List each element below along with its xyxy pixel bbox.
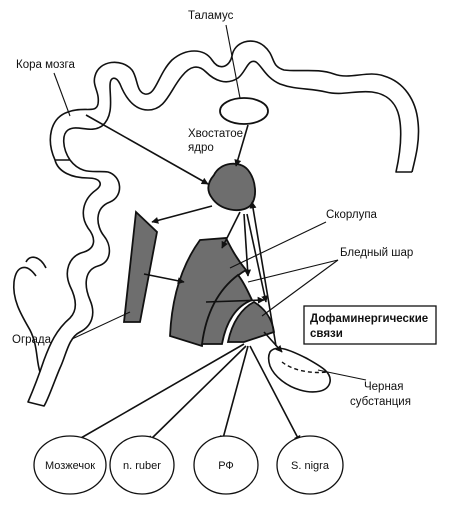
substantia-nigra-shape [267, 347, 331, 393]
caudate-label-line1: Хвостатое [188, 128, 243, 140]
target-node-cerebellum-circle [33, 435, 107, 495]
dopaminergic-label-line1: Дофаминергические [310, 313, 428, 325]
cortex-lower-band [12, 266, 41, 373]
label-leader-lines [53, 24, 367, 381]
arrow-gp-to-nigra [263, 331, 283, 353]
arrow-caudate-to-putamen [221, 211, 241, 249]
arrow-nigra-to-caudate [249, 201, 277, 347]
target-nodes: Мозжечок n. ruber РФ S. nigra [33, 435, 344, 495]
dopaminergic-box [303, 305, 437, 345]
leader-claustrum [71, 311, 131, 340]
target-node-cerebellum-label: Мозжечок [45, 460, 95, 472]
substantia-nigra-dashed-line [281, 361, 329, 374]
arrow-thalamus-to-caudate [234, 124, 249, 167]
leader-globus-pallidus-b [261, 259, 339, 317]
target-node-rf: РФ [193, 435, 259, 495]
target-node-ruber-label: n. ruber [123, 460, 161, 472]
arrow-caudate-to-gp-inner [246, 213, 269, 303]
claustrum-shape [122, 210, 158, 323]
target-node-rf-circle [193, 435, 259, 495]
thalamus-shape [219, 97, 269, 125]
thalamus-label: Таламус [188, 10, 234, 22]
target-node-snigra: S. nigra [276, 435, 344, 495]
cerebral-cortex-outline [27, 40, 420, 407]
cortex-lower-band-inner [25, 256, 47, 269]
target-node-rf-label: РФ [218, 460, 234, 472]
leader-globus-pallidus-a [247, 259, 339, 283]
caudate-nucleus-shape [207, 162, 256, 212]
caudate-label-line2: ядро [188, 142, 214, 154]
globus-pallidus-label: Бледный шар [340, 247, 413, 259]
target-node-snigra-label: S. nigra [291, 460, 330, 472]
leader-thalamus [225, 24, 241, 99]
leader-putamen [229, 221, 327, 269]
arrow-cortex-to-caudate [85, 114, 209, 185]
target-node-cerebellum: Мозжечок [33, 435, 107, 495]
cortex-label: Кора мозга [16, 59, 75, 71]
arrow-gp-to-rf [220, 345, 249, 443]
arrow-gp-to-ruber [147, 345, 247, 443]
target-node-ruber: n. ruber [109, 435, 175, 495]
leader-cortex [53, 72, 71, 117]
substantia-nigra-label-line1: Черная [364, 381, 403, 393]
target-node-ruber-circle [109, 435, 175, 495]
arrow-gp-to-snigra [249, 345, 301, 443]
claustrum-label: Ограда [12, 334, 52, 346]
arrow-putamen-to-gp [205, 296, 265, 304]
arrow-caudate-to-gp-outer [243, 213, 252, 277]
arrow-claustrum-to-putamen [143, 273, 185, 285]
putamen-label: Скорлупа [326, 209, 378, 221]
arrow-gp-to-cerebellum [73, 343, 245, 443]
dopaminergic-label-line2: связи [310, 328, 343, 340]
leader-substantia-nigra [317, 369, 367, 381]
globus-pallidus-inner-shape [226, 300, 275, 343]
projection-arrows [73, 114, 301, 443]
arrow-caudate-to-claustrum [151, 205, 213, 224]
substantia-nigra-label-line2: субстанция [350, 396, 411, 408]
globus-pallidus-outer-shape [200, 273, 254, 345]
target-node-snigra-circle [276, 435, 344, 495]
